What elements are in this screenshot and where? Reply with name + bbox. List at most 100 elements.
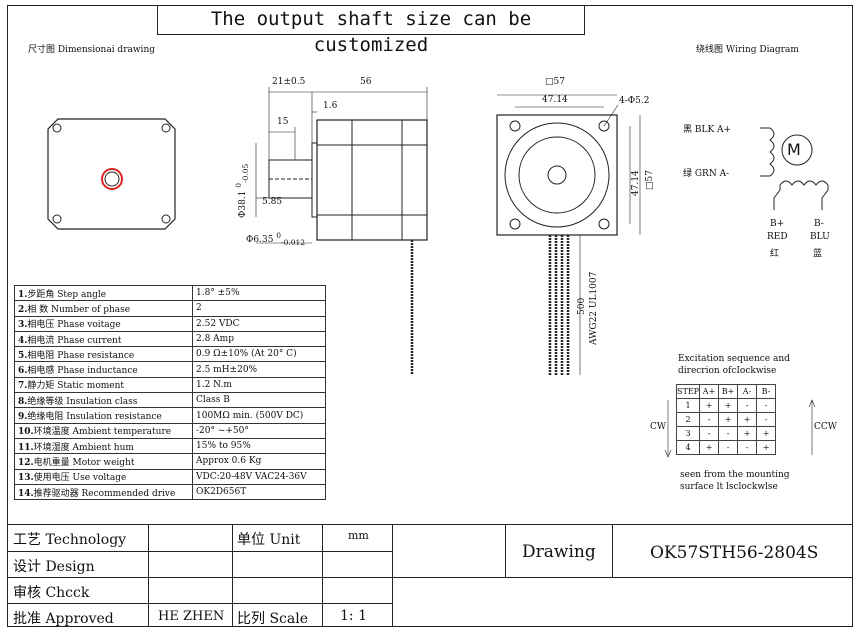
wiring-symbols — [760, 127, 829, 210]
wire-red: RED — [767, 232, 788, 242]
spec-number: 13. — [18, 473, 34, 484]
dim-21: 21±0.5 — [272, 77, 306, 87]
spec-value: 0.9 Ω±10% (At 20° C) — [192, 346, 326, 363]
spec-number: 9. — [18, 412, 28, 423]
step-cell: 1 — [675, 398, 701, 413]
dim-47-top: 47.14 — [542, 95, 568, 105]
dim-sq57-top: □57 — [545, 77, 565, 87]
wire-b-minus: B- — [814, 219, 824, 229]
spec-label-cell: 7.静力矩 Static moment — [14, 376, 193, 394]
step-cell: - — [756, 398, 777, 413]
titleblock-vline — [612, 524, 613, 577]
spec-label: 相 数 Number of phase — [27, 304, 131, 315]
spec-value: Approx 0.6 Kg — [192, 453, 326, 470]
spec-label-cell: 3.相电压 Phase voitage — [14, 315, 193, 332]
dim-56: 56 — [360, 77, 372, 87]
excitation-title-2: direcrion ofcIockwise — [678, 366, 777, 376]
titleblock-line — [7, 551, 392, 552]
spec-label: 相电感 Phase inductance — [27, 366, 138, 377]
spec-label-cell: 13.使用电压 Use voltage — [14, 468, 193, 485]
cw-label: CW — [650, 422, 667, 432]
step-row: 4+--+ — [675, 440, 777, 455]
spec-row: 10.环境温度 Ambient temperature-20° ~+50° — [14, 422, 326, 439]
tb-technology: 工艺 Technology — [13, 532, 127, 548]
spec-label-cell: 9.绝缘电阻 Insulation resistance — [14, 407, 193, 424]
end-view — [496, 94, 641, 375]
step-cell: - — [699, 412, 720, 427]
spec-label: 静力矩 Static moment — [27, 381, 125, 392]
spec-label-cell: 12.电机重量 Motor weight — [14, 453, 193, 470]
tb-unit-label: 单位 Unit — [237, 532, 301, 548]
step-cell: - — [699, 426, 720, 441]
step-cell: + — [718, 398, 739, 413]
step-cell: + — [737, 426, 758, 441]
step-cell: - — [737, 398, 758, 413]
step-cell: - — [756, 412, 777, 427]
dim-15: 15 — [277, 117, 289, 127]
step-header-cell: STEP — [675, 384, 701, 399]
spec-number: 1. — [18, 289, 28, 300]
spec-label-cell: 8.绝缘等级 Insulation class — [14, 392, 193, 409]
spec-value: Class B — [192, 392, 326, 409]
spec-value: 2.52 VDC — [192, 315, 326, 332]
banner-title: The output shaft size can be customized — [157, 5, 585, 56]
spec-value: 2.5 mH±20% — [192, 361, 326, 378]
spec-label-cell: 10.环境温度 Ambient temperature — [14, 422, 193, 439]
wire-blu-cn: 蓝 — [813, 249, 823, 259]
step-row: 2-++- — [675, 412, 777, 427]
spec-value: 2 — [192, 300, 326, 317]
spec-label: 相电压 Phase voitage — [27, 320, 121, 331]
wiring-title: 绕线图 Wiring Diagram — [696, 45, 799, 55]
spec-number: 3. — [18, 320, 28, 331]
spec-label: 相电阻 Phase resistance — [27, 350, 135, 361]
excitation-title-1: Excitation sequence and — [678, 354, 790, 364]
tb-approver: HE ZHEN — [158, 609, 225, 624]
titleblock-line — [7, 603, 392, 604]
shaft-highlight-circle — [101, 168, 123, 190]
dim-5-85: 5.85 — [262, 197, 283, 207]
spec-value: 100MΩ min. (500V DC) — [192, 407, 326, 424]
wire-blu: BLU — [810, 232, 830, 242]
spec-label: 使用电压 Use voltage — [33, 473, 127, 484]
spec-number: 4. — [18, 335, 28, 346]
tb-unit-value: mm — [348, 529, 369, 542]
dim-sq57-right: □57 — [645, 170, 655, 190]
step-row: 1++-- — [675, 398, 777, 413]
tb-design: 设计 Design — [13, 559, 95, 575]
tb-check: 审核 Chcck — [13, 585, 90, 601]
spec-number: 2. — [18, 304, 28, 315]
spec-number: 12. — [18, 457, 34, 468]
dim-1-6: 1.6 — [323, 101, 338, 111]
wire-grn: 绿 GRN A- — [683, 169, 730, 179]
dim-47-right: 47.14 — [631, 170, 641, 196]
spec-number: 14. — [18, 488, 34, 499]
spec-label: 电机重量 Motor weight — [33, 457, 135, 468]
tb-drawing-label: Drawing — [522, 542, 596, 562]
step-row: 3--++ — [675, 426, 777, 441]
excitation-foot-1: seen from the mounting — [680, 470, 790, 480]
spec-label: 绝缘电阻 Insulation resistance — [27, 412, 162, 423]
spec-number: 5. — [18, 350, 28, 361]
spec-number: 8. — [18, 396, 28, 407]
spec-value: 2.8 Amp — [192, 330, 326, 348]
titleblock-top-line — [7, 524, 853, 525]
spec-label-cell: 1.步距角 Step angle — [14, 284, 193, 302]
spec-label: 环境温度 Ambient temperature — [33, 427, 172, 438]
step-cell: 2 — [675, 412, 701, 427]
step-cell: + — [699, 398, 720, 413]
step-cell: - — [718, 440, 739, 455]
spec-number: 7. — [18, 381, 28, 392]
spec-label: 绝缘等级 Insulation class — [27, 396, 138, 407]
titleblock-vline — [322, 524, 323, 627]
spec-label: 环境湿度 Ambient hum — [33, 442, 134, 453]
spec-value: VDC:20-48V VAC24-36V — [192, 468, 326, 485]
